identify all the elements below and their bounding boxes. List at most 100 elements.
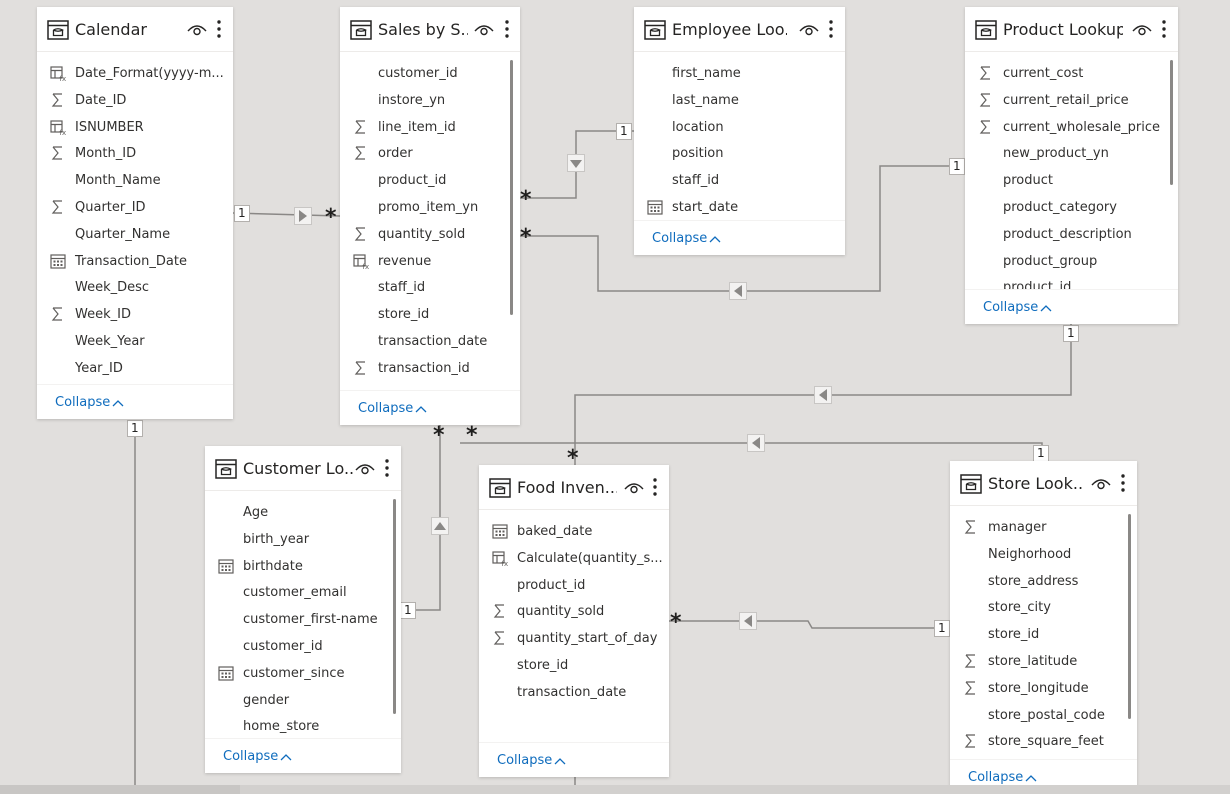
field-row[interactable]: current_retail_price bbox=[965, 87, 1178, 114]
visibility-eye-icon[interactable] bbox=[799, 22, 819, 36]
field-row[interactable]: staff_id bbox=[634, 167, 845, 194]
more-options-icon[interactable] bbox=[384, 457, 390, 479]
field-row[interactable]: product_group bbox=[965, 248, 1178, 275]
collapse-button[interactable]: Collapse bbox=[497, 753, 566, 768]
collapse-button[interactable]: Collapse bbox=[983, 300, 1052, 315]
field-row[interactable]: home_store bbox=[205, 713, 401, 739]
field-row[interactable]: Month_Name bbox=[37, 167, 233, 194]
collapse-button[interactable]: Collapse bbox=[55, 395, 124, 410]
field-row[interactable]: Week_Year bbox=[37, 328, 233, 355]
field-row[interactable]: Month_ID bbox=[37, 140, 233, 167]
field-row[interactable]: store_id bbox=[479, 652, 669, 679]
field-row[interactable]: staff_id bbox=[340, 274, 520, 301]
horizontal-scrollbar-thumb[interactable] bbox=[0, 785, 240, 794]
table-header[interactable]: Store Look... bbox=[950, 461, 1137, 506]
table-header[interactable]: Product Lookup bbox=[965, 7, 1178, 52]
field-row[interactable]: quantity_sold bbox=[340, 221, 520, 248]
field-row[interactable]: Date_ID bbox=[37, 87, 233, 114]
field-row[interactable]: product_category bbox=[965, 194, 1178, 221]
visibility-eye-icon[interactable] bbox=[1132, 22, 1152, 36]
field-row[interactable]: quantity_sold bbox=[479, 598, 669, 625]
field-row[interactable]: baked_date bbox=[479, 518, 669, 545]
more-options-icon[interactable] bbox=[1120, 472, 1126, 494]
field-list-scrollbar[interactable] bbox=[393, 499, 396, 714]
collapse-button[interactable]: Collapse bbox=[652, 231, 721, 246]
field-row[interactable]: transaction_id bbox=[340, 355, 520, 382]
field-row[interactable]: line_item_id bbox=[340, 114, 520, 141]
field-row[interactable]: location bbox=[634, 114, 845, 141]
field-row[interactable]: store_city bbox=[950, 594, 1137, 621]
field-row[interactable]: quantity_start_of_day bbox=[479, 625, 669, 652]
field-row[interactable]: product bbox=[965, 167, 1178, 194]
field-row[interactable]: transaction_date bbox=[479, 679, 669, 706]
table-header[interactable]: Employee Loo... bbox=[634, 7, 845, 52]
field-row[interactable]: order bbox=[340, 140, 520, 167]
more-options-icon[interactable] bbox=[1161, 18, 1167, 40]
table-header[interactable]: Food Inven... bbox=[479, 465, 669, 510]
more-options-icon[interactable] bbox=[828, 18, 834, 40]
field-row[interactable]: current_cost bbox=[965, 60, 1178, 87]
table-header[interactable]: Sales by S... bbox=[340, 7, 520, 52]
field-row[interactable]: last_name bbox=[634, 87, 845, 114]
field-list-scrollbar[interactable] bbox=[1128, 514, 1131, 719]
field-row[interactable]: Year_ID bbox=[37, 355, 233, 380]
field-row[interactable]: first_name bbox=[634, 60, 845, 87]
visibility-eye-icon[interactable] bbox=[474, 22, 494, 36]
field-row[interactable]: Week_Desc bbox=[37, 274, 233, 301]
field-row[interactable]: Transaction_Date bbox=[37, 248, 233, 275]
field-row[interactable]: manager bbox=[950, 514, 1137, 541]
field-row[interactable]: store_longitude bbox=[950, 675, 1137, 702]
field-row[interactable]: customer_email bbox=[205, 579, 401, 606]
field-row[interactable]: customer_first-name bbox=[205, 606, 401, 633]
field-row[interactable]: birthdate bbox=[205, 553, 401, 580]
visibility-eye-icon[interactable] bbox=[1091, 476, 1111, 490]
field-row[interactable]: store_id bbox=[340, 301, 520, 328]
collapse-button[interactable]: Collapse bbox=[358, 401, 427, 416]
visibility-eye-icon[interactable] bbox=[624, 480, 644, 494]
field-row[interactable]: product_id bbox=[340, 167, 520, 194]
table-header[interactable]: Calendar bbox=[37, 7, 233, 52]
field-row[interactable]: product_id bbox=[479, 572, 669, 599]
field-row[interactable]: store_address bbox=[950, 568, 1137, 595]
field-row[interactable]: position bbox=[634, 140, 845, 167]
field-list-scrollbar[interactable] bbox=[510, 60, 513, 315]
field-row[interactable]: current_wholesale_price bbox=[965, 114, 1178, 141]
field-row[interactable]: product_description bbox=[965, 221, 1178, 248]
horizontal-scrollbar[interactable] bbox=[0, 785, 1230, 794]
field-row[interactable]: customer_id bbox=[340, 60, 520, 87]
more-options-icon[interactable] bbox=[504, 18, 510, 40]
field-row[interactable]: instore_yn bbox=[340, 87, 520, 114]
field-row[interactable]: start_date bbox=[634, 194, 845, 221]
field-row[interactable]: Quarter_ID bbox=[37, 194, 233, 221]
field-row[interactable]: store_square_feet bbox=[950, 728, 1137, 755]
field-row[interactable]: Neighorhood bbox=[950, 541, 1137, 568]
field-row[interactable]: product_id bbox=[965, 274, 1178, 289]
collapse-button[interactable]: Collapse bbox=[968, 770, 1037, 785]
visibility-eye-icon[interactable] bbox=[187, 22, 207, 36]
visibility-eye-icon[interactable] bbox=[355, 461, 375, 475]
field-row[interactable]: customer_since bbox=[205, 660, 401, 687]
field-row[interactable]: new_product_yn bbox=[965, 140, 1178, 167]
field-row[interactable]: birth_year bbox=[205, 526, 401, 553]
field-row[interactable]: store_postal_code bbox=[950, 702, 1137, 729]
field-row[interactable]: gender bbox=[205, 687, 401, 714]
field-row[interactable]: store_latitude bbox=[950, 648, 1137, 675]
field-row[interactable]: customer_id bbox=[205, 633, 401, 660]
